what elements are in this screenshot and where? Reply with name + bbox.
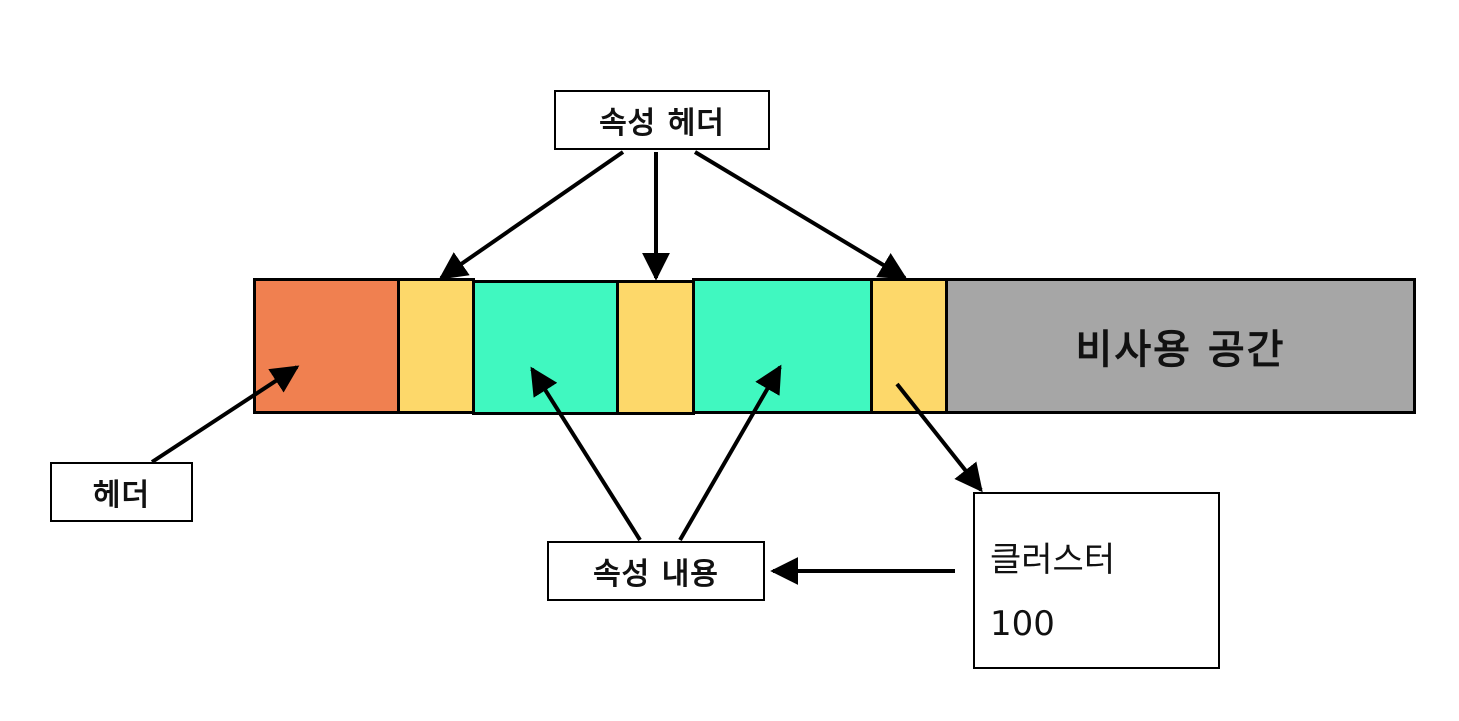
segment-attribute-content-2 (692, 278, 873, 414)
header-label: 헤더 (50, 462, 193, 522)
segment-unused-space: 비사용 공간 (945, 278, 1416, 414)
arrow-attr-header-3 (693, 150, 908, 280)
cluster-number: 100 (990, 604, 1055, 644)
attribute-header-label: 속성 헤더 (554, 90, 770, 150)
attribute-content-text: 속성 내용 (593, 557, 719, 592)
header-text: 헤더 (92, 478, 151, 513)
arrow-attr-header-1 (438, 150, 625, 280)
segment-attribute-header-1 (397, 278, 475, 414)
attribute-header-text: 속성 헤더 (599, 106, 725, 141)
arrow-attr-content-1 (530, 366, 642, 542)
arrow-header (150, 365, 300, 464)
unused-space-label: 비사용 공간 (1075, 327, 1286, 373)
arrow-attr-content-2 (678, 364, 782, 542)
cluster-title: 클러스터 (990, 540, 1116, 580)
segment-attribute-content-1 (472, 280, 619, 415)
cluster-box (973, 492, 1220, 669)
attribute-content-label: 속성 내용 (547, 541, 765, 601)
arrow-to-cluster (895, 382, 983, 493)
